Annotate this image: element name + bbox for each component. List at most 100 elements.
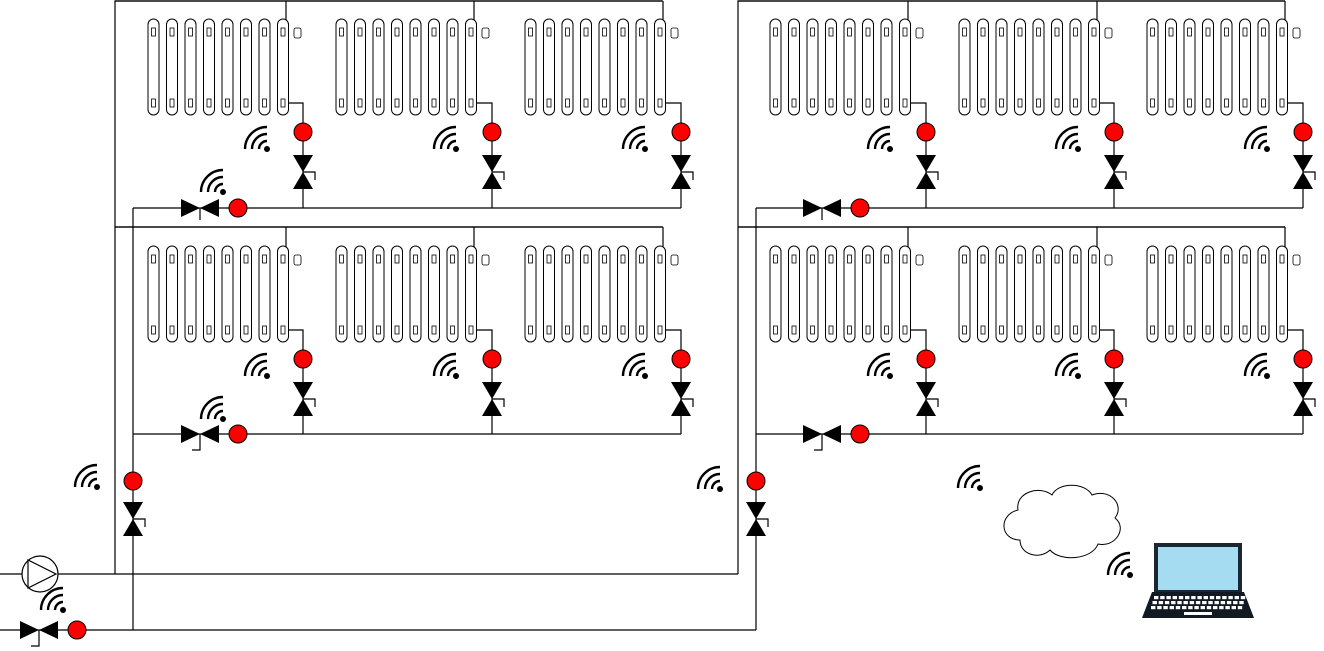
radiator-fin — [409, 245, 422, 343]
valve-triangle — [200, 199, 219, 217]
laptop-key — [1228, 596, 1233, 600]
valve-triangle — [181, 199, 200, 217]
radiator-fin — [1069, 18, 1082, 116]
radiator-fin — [788, 18, 800, 116]
wifi-arc — [446, 139, 457, 150]
radiator-slot — [828, 254, 834, 264]
valve-triangle — [671, 382, 691, 399]
radiator-slot — [1224, 27, 1229, 37]
wifi-arc — [1113, 558, 1131, 576]
radiator-slot — [847, 98, 852, 108]
wifi-arc — [873, 359, 891, 377]
radiator-slot — [1036, 325, 1041, 335]
valve-triangle — [293, 155, 313, 172]
valve-icon — [293, 382, 316, 416]
laptop-key — [1194, 606, 1199, 610]
radiator-slot — [620, 98, 626, 108]
radiator-slot — [394, 27, 400, 37]
laptop-key — [1234, 596, 1239, 600]
radiator-slot — [431, 254, 437, 264]
radiator-fin — [825, 18, 837, 116]
wifi-icon — [243, 352, 270, 379]
temperature-sensor-icon — [1104, 349, 1124, 369]
radiator-slot — [1150, 27, 1155, 37]
valve-triangle — [822, 425, 841, 443]
wifi-arc — [80, 470, 98, 488]
temperature-sensor-icon — [293, 122, 313, 142]
valve-handle — [492, 171, 505, 180]
wifi-arc — [432, 125, 457, 150]
radiator-slot — [262, 98, 267, 108]
radiator-fin — [1032, 245, 1045, 343]
radiator-slot — [773, 254, 778, 264]
radiator-fin — [258, 245, 271, 343]
temperature-sensor-icon — [293, 349, 313, 369]
network-devices-group — [21, 484, 1254, 618]
valve-handle — [192, 434, 201, 451]
wifi-arc — [213, 409, 224, 420]
radiator-cap — [1292, 254, 1301, 266]
radiator-slot — [280, 254, 286, 264]
wifi-arc — [628, 132, 646, 150]
radiator-slot — [546, 325, 552, 335]
radiator-cap — [915, 254, 924, 266]
valve-triangle — [746, 519, 766, 536]
laptop-key — [1175, 606, 1181, 610]
radiator-slot — [810, 325, 815, 335]
radiator-slot — [169, 325, 175, 335]
valve-triangle — [803, 199, 822, 217]
wifi-arc — [243, 125, 268, 150]
wifi-dot — [264, 146, 270, 152]
laptop-key — [1220, 601, 1226, 605]
laptop-key — [1208, 601, 1213, 605]
radiator-slot — [865, 98, 871, 108]
valve-icon — [916, 155, 939, 189]
radiator-fin — [806, 18, 819, 116]
radiator-fin — [391, 245, 403, 343]
wifi-arc — [621, 125, 646, 150]
wifi-icon — [696, 465, 723, 492]
radiator-slot — [1279, 325, 1285, 335]
valve-handle — [926, 398, 939, 407]
radiator-fin — [1202, 18, 1214, 116]
wifi-arc — [206, 175, 224, 193]
radiator-slot — [1017, 27, 1023, 37]
radiator-fin — [543, 245, 555, 343]
temperature-sensor-icon — [1293, 122, 1313, 142]
laptop-key — [1209, 596, 1215, 600]
valve-triangle — [1104, 155, 1124, 172]
wifi-dot — [60, 607, 66, 613]
laptop-key — [1177, 601, 1182, 605]
radiator-cap — [670, 27, 679, 39]
temperature-sensor-icon — [228, 198, 248, 218]
radiator-cap — [293, 27, 302, 39]
laptop-key — [1225, 606, 1230, 610]
valve-handle — [133, 518, 146, 527]
valve-triangle — [482, 172, 502, 189]
valve-triangle — [1104, 382, 1124, 399]
radiator-slot — [999, 27, 1004, 37]
valve-triangle — [822, 199, 841, 217]
radiator-slot — [262, 325, 267, 335]
radiator-slot — [980, 325, 986, 335]
radiator-slot — [902, 325, 908, 335]
radiator-cap — [915, 27, 924, 39]
radiator-slot — [1279, 98, 1285, 108]
valve-handle — [926, 171, 939, 180]
radiator-slot — [602, 98, 607, 108]
radiator — [335, 245, 490, 343]
radiator-fin — [1146, 18, 1159, 116]
radiator-slot — [1187, 98, 1192, 108]
radiator-fin — [1257, 245, 1270, 343]
radiator-slot — [657, 254, 663, 264]
radiator-slot — [528, 98, 533, 108]
laptop-key — [1154, 596, 1159, 600]
radiator-slot — [791, 98, 797, 108]
radiator-fin — [1276, 18, 1288, 116]
radiator-fin — [1183, 18, 1196, 116]
radiator-slot — [1261, 325, 1266, 335]
wifi-dot — [1127, 572, 1133, 578]
valve-triangle — [916, 172, 936, 189]
laptop-key — [1237, 606, 1243, 610]
radiator-slot — [865, 27, 871, 37]
